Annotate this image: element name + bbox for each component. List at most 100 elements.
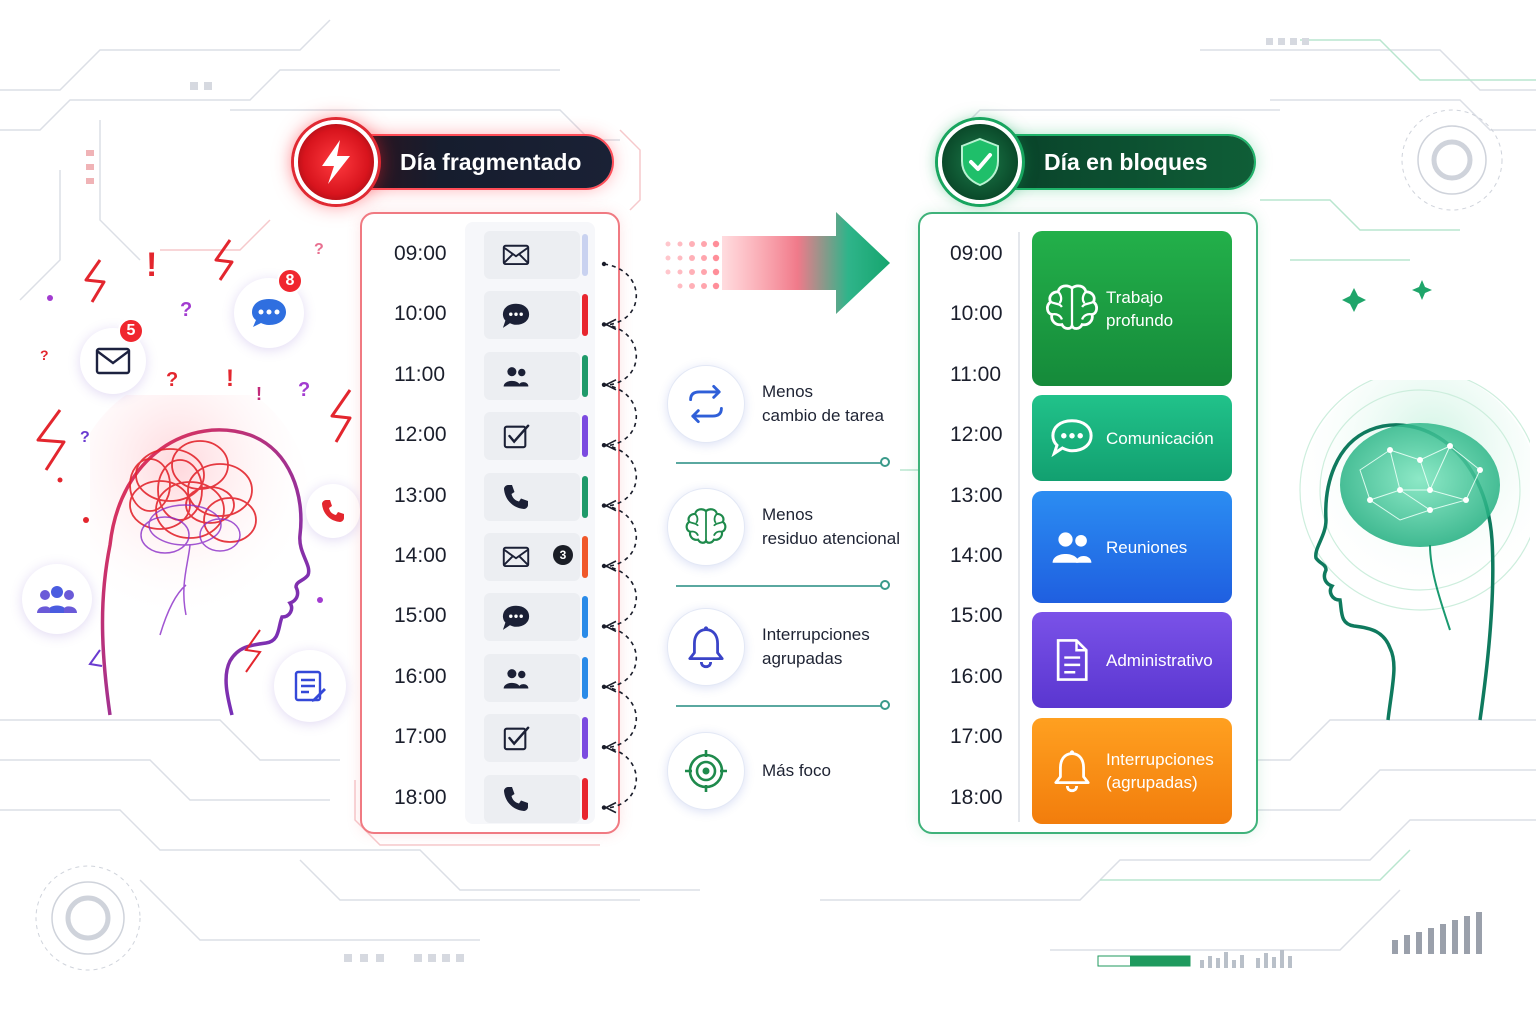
fragmented-time-label: 15:00 — [394, 604, 447, 628]
benefit-icon-circle — [667, 488, 745, 566]
brain-icon — [684, 507, 728, 547]
fragmented-time-label: 13:00 — [394, 483, 447, 507]
benefit-label-line: agrupadas — [762, 649, 843, 668]
fragmented-time-label: 17:00 — [394, 725, 447, 749]
blocked-time-divider — [1018, 232, 1020, 822]
people-icon — [502, 365, 530, 387]
benefit-separator-dot — [880, 457, 890, 467]
fragmented-task-slot[interactable] — [484, 653, 580, 702]
time-block-label: Interrupciones(agrupadas) — [1106, 748, 1214, 794]
bell-icon — [1044, 749, 1100, 793]
chat-icon — [502, 605, 530, 630]
blocked-time-label: 15:00 — [950, 604, 1003, 628]
interruption-origin-dot — [601, 443, 607, 448]
slot-category-bar — [582, 536, 588, 578]
blocked-time-label: 10:00 — [950, 302, 1003, 326]
fragmented-task-slot[interactable] — [484, 714, 580, 763]
time-block-label-line: Reuniones — [1106, 537, 1188, 557]
blocked-time-label: 14:00 — [950, 544, 1003, 567]
interruption-origin-dot — [601, 503, 607, 508]
benefit-separator — [676, 585, 884, 587]
time-block-label-line: Administrativo — [1106, 650, 1213, 670]
interruption-arrow — [603, 504, 638, 567]
interruption-origin-dot — [601, 684, 607, 689]
blocked-time-label: 18:00 — [950, 785, 1003, 809]
blocked-time-label: 09:00 — [950, 242, 1003, 265]
fragmented-time-label: 12:00 — [394, 423, 447, 447]
lightning-icon — [322, 140, 350, 184]
blocked-time-label: 17:00 — [950, 725, 1003, 749]
benefit-label-line: residuo atencional — [762, 529, 900, 548]
blocked-time-label: 12:00 — [950, 423, 1003, 447]
interruption-origin-dot — [601, 745, 607, 750]
benefit-label: Más foco — [762, 759, 831, 783]
chat-icon — [1044, 418, 1100, 458]
blocked-time-label: 16:00 — [950, 664, 1003, 688]
fragmented-day-header: Día fragmentado — [294, 120, 612, 204]
interruption-origin-dot — [601, 261, 607, 267]
time-block-label: Comunicación — [1106, 427, 1214, 450]
time-block[interactable]: Interrupciones(agrupadas) — [1032, 718, 1232, 824]
benefit-separator — [676, 462, 884, 464]
fragmented-task-slot[interactable] — [484, 774, 580, 823]
mail-icon — [502, 244, 530, 266]
transition-arrow — [665, 212, 890, 314]
slot-category-bar — [582, 234, 588, 276]
benefit-label: Menos residuo atencional — [762, 503, 900, 551]
svg-text:?: ? — [80, 429, 90, 446]
brain-icon — [1044, 283, 1100, 333]
benefit-icon-circle — [667, 732, 745, 810]
slot-category-bar — [582, 354, 588, 397]
svg-text:?: ? — [314, 241, 324, 258]
focused-head-illustration — [1299, 380, 1530, 721]
benefit-separator — [676, 705, 884, 707]
slot-category-bar — [582, 717, 588, 760]
benefit-icon-circle — [667, 365, 745, 443]
svg-text:!: ! — [146, 246, 157, 284]
blocked-day-header: Día en bloques — [938, 120, 1254, 204]
bell-icon — [684, 625, 728, 669]
interruption-arrow — [603, 444, 638, 507]
fragmented-time-label: 18:00 — [394, 785, 447, 809]
chat-notification-badge: 8 — [277, 268, 303, 294]
fragmented-task-slot[interactable] — [484, 472, 580, 521]
lightning-badge — [294, 120, 378, 204]
phone-icon — [502, 483, 530, 511]
time-block-label-line: profundo — [1106, 310, 1174, 330]
fragmented-task-slot[interactable] — [484, 351, 580, 400]
fragmented-task-slot[interactable] — [484, 291, 580, 340]
time-block[interactable]: Administrativo — [1032, 612, 1232, 708]
slot-category-bar — [582, 415, 588, 458]
blocked-day-title: Día en bloques — [1044, 148, 1208, 175]
checkbox-icon — [502, 724, 530, 752]
floating-phone-icon — [306, 484, 360, 538]
swap-arrows-icon — [684, 382, 728, 426]
time-block[interactable]: Reuniones — [1032, 491, 1232, 603]
phone-icon — [502, 785, 530, 813]
interruption-arrow — [603, 746, 638, 809]
interruption-origin-dot — [601, 563, 607, 569]
fragmented-time-label: 14:00 — [394, 544, 447, 567]
blocked-time-label: 11:00 — [950, 362, 1001, 386]
interruption-arrow — [603, 686, 638, 748]
svg-text:?: ? — [166, 369, 178, 391]
interruption-arrows — [601, 261, 638, 814]
slot-category-bar — [582, 294, 588, 337]
fragmented-time-label: 10:00 — [394, 302, 447, 326]
interruption-arrow — [603, 323, 638, 386]
mail-icon — [502, 546, 530, 568]
fragmented-task-slot[interactable] — [484, 412, 580, 461]
slot-category-bar — [582, 475, 588, 518]
benefit-separator-dot — [880, 700, 890, 710]
document-icon — [1044, 638, 1100, 682]
fragmented-task-slot[interactable] — [484, 593, 580, 642]
fragmented-time-label: 16:00 — [394, 664, 447, 688]
svg-text:?: ? — [180, 299, 192, 321]
slot-category-bar — [582, 596, 588, 639]
benefit-label-line: cambio de tarea — [762, 406, 884, 425]
time-block[interactable]: Comunicación — [1032, 395, 1232, 481]
floating-document-icon — [274, 650, 346, 722]
fragmented-task-slot[interactable] — [484, 231, 580, 279]
benefit-label-line: Menos — [762, 505, 814, 524]
